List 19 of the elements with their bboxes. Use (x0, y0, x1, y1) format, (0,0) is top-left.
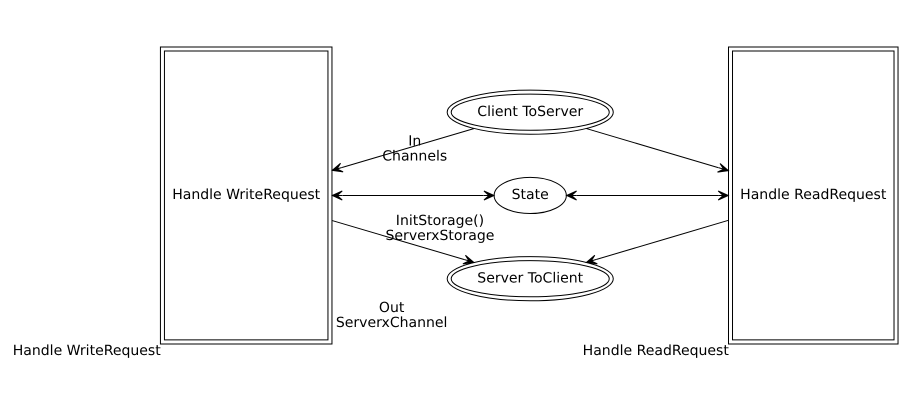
node-label: In (408, 133, 422, 150)
node-label: InitStorage() (396, 212, 484, 228)
node-box: Handle ReadRequest (728, 46, 899, 344)
node-label: Channels (382, 148, 448, 164)
arrow (332, 190, 494, 200)
arrow (332, 128, 474, 172)
node-label: ServerxChannel (336, 314, 448, 331)
arrow (586, 219, 729, 264)
node-label: Out (378, 300, 404, 316)
node-label: ServerxStorage (386, 227, 494, 244)
arrow (566, 190, 729, 200)
node-box: Handle WriteRequest (160, 46, 332, 344)
node-ellipse: Server ToClient (446, 256, 614, 301)
node-ellipse: State (494, 176, 567, 214)
node-label: Handle WriteRequest (12, 342, 161, 359)
arrow (332, 220, 474, 264)
node-ellipse: Client ToServer (446, 89, 614, 134)
arrow (586, 128, 729, 172)
node-label: Handle ReadRequest (582, 342, 729, 359)
